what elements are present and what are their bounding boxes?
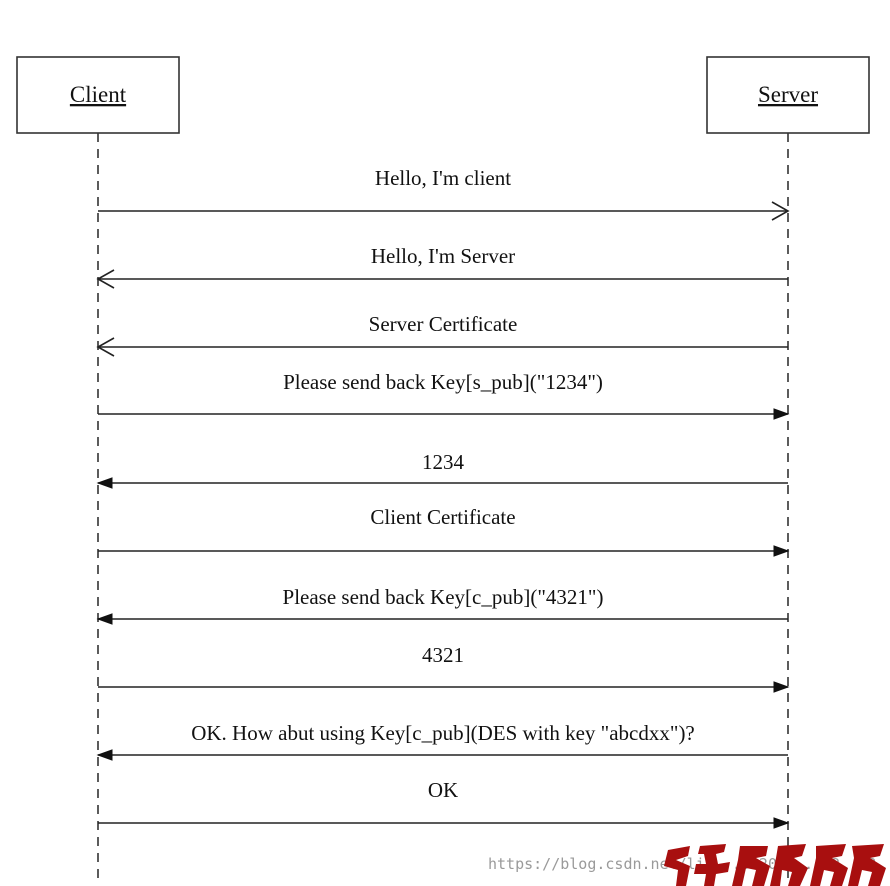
- message-label: 1234: [422, 450, 465, 474]
- message-label: OK. How abut using Key[c_pub](DES with k…: [191, 721, 695, 745]
- arrow-left-icon: [96, 337, 115, 357]
- arrow-right-icon: [773, 817, 790, 829]
- message-label: 4321: [422, 643, 464, 667]
- actor-server-box: [706, 56, 870, 134]
- message-8: 4321: [98, 643, 790, 693]
- arrow-right-icon: [771, 201, 790, 221]
- arrow-right-icon: [773, 681, 790, 693]
- actor-client: Client: [16, 56, 180, 134]
- message-2: Hello, I'm Server: [96, 244, 788, 289]
- message-9: OK. How abut using Key[c_pub](DES with k…: [96, 721, 788, 761]
- message-5: 1234: [96, 450, 788, 489]
- message-label: Please send back Key[c_pub]("4321"): [283, 585, 604, 609]
- arrow-right-icon: [773, 408, 790, 420]
- message-4: Please send back Key[s_pub]("1234"): [98, 370, 790, 420]
- arrow-left-icon: [96, 269, 115, 289]
- actor-client-box: [16, 56, 180, 134]
- message-3: Server Certificate: [96, 312, 788, 357]
- arrow-left-icon: [96, 749, 113, 761]
- message-7: Please send back Key[c_pub]("4321"): [96, 585, 788, 625]
- arrow-left-icon: [96, 477, 113, 489]
- watermark-logo-icon: [664, 844, 886, 886]
- message-label: Please send back Key[s_pub]("1234"): [283, 370, 603, 394]
- actor-server-label: Server: [758, 82, 818, 107]
- actor-server: Server: [706, 56, 870, 134]
- message-label: Hello, I'm Server: [371, 244, 515, 268]
- arrow-left-icon: [96, 613, 113, 625]
- message-label: Client Certificate: [370, 505, 515, 529]
- message-label: OK: [428, 778, 458, 802]
- message-1: Hello, I'm client: [98, 166, 790, 221]
- message-6: Client Certificate: [98, 505, 790, 557]
- actor-client-label: Client: [70, 82, 127, 107]
- message-label: Server Certificate: [369, 312, 518, 336]
- arrow-right-icon: [773, 545, 790, 557]
- message-10: OK: [98, 778, 790, 829]
- message-label: Hello, I'm client: [375, 166, 511, 190]
- watermark: https://blog.csdn.net/liv...on2010...22.…: [488, 844, 886, 886]
